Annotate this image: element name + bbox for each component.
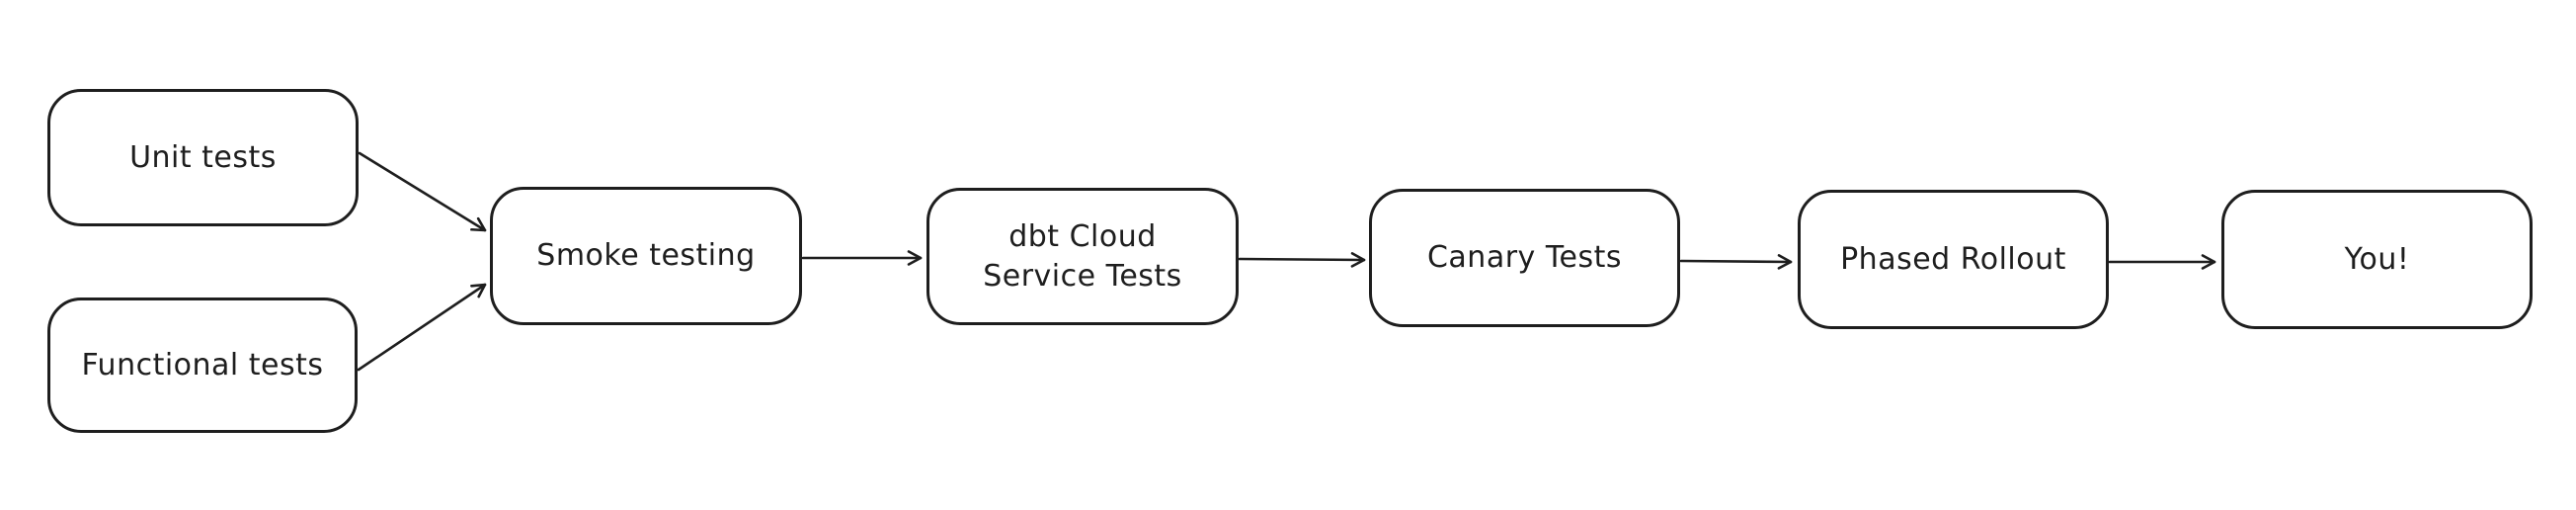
node-canary-tests: Canary Tests bbox=[1369, 189, 1680, 327]
node-dbt-cloud-service-tests-label-line1: dbt Cloud bbox=[1008, 218, 1157, 254]
edge-dbt-cloud-service-tests-to-canary-tests bbox=[1238, 252, 1366, 268]
node-unit-tests-label: Unit tests bbox=[129, 139, 277, 175]
edge-unit-tests-to-smoke-testing bbox=[358, 151, 487, 232]
edge-functional-tests-to-smoke-testing bbox=[357, 283, 487, 372]
node-dbt-cloud-service-tests: dbt Cloud Service Tests bbox=[926, 188, 1239, 325]
node-smoke-testing: Smoke testing bbox=[490, 187, 802, 325]
node-functional-tests-label: Functional tests bbox=[81, 347, 324, 382]
node-canary-tests-label: Canary Tests bbox=[1426, 240, 1623, 276]
node-phased-rollout: Phased Rollout bbox=[1798, 190, 2109, 329]
node-dbt-cloud-service-tests-label-line2: Service Tests bbox=[983, 258, 1182, 294]
node-smoke-testing-label: Smoke testing bbox=[536, 238, 756, 274]
edge-canary-tests-to-phased-rollout bbox=[1679, 254, 1793, 270]
node-phased-rollout-label: Phased Rollout bbox=[1840, 241, 2066, 277]
node-you: You! bbox=[2221, 190, 2533, 329]
node-you-label: You! bbox=[2344, 241, 2410, 277]
node-functional-tests: Functional tests bbox=[47, 298, 358, 433]
node-unit-tests: Unit tests bbox=[47, 89, 359, 226]
